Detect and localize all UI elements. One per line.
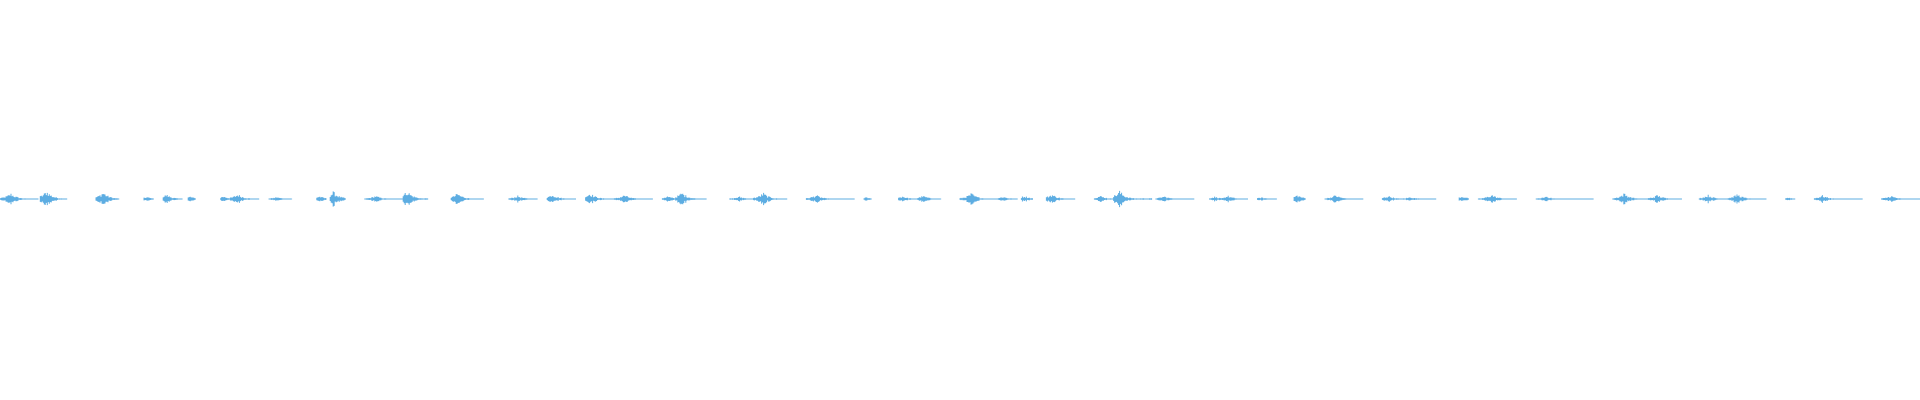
waveform-burst [162, 195, 183, 203]
waveform-burst [1813, 195, 1863, 203]
waveform-burst [508, 195, 538, 203]
waveform-burst [898, 196, 919, 202]
waveform-burst [997, 197, 1018, 201]
waveform-burst [268, 197, 293, 201]
waveform-burst [863, 197, 872, 201]
waveform-burst [1646, 195, 1682, 203]
waveform-burst [1698, 194, 1728, 204]
waveform-burst [1401, 197, 1437, 201]
waveform-burst [1612, 193, 1648, 205]
waveform-burst [39, 192, 67, 206]
waveform-burst [959, 193, 999, 205]
waveform-burst [675, 193, 707, 205]
waveform-burst [752, 192, 788, 206]
waveform-burst [1785, 197, 1796, 201]
waveform-burst [316, 196, 327, 202]
waveform-burst [329, 191, 346, 207]
waveform-burst [450, 194, 484, 204]
waveform-burst [1535, 196, 1594, 202]
waveform-burst [1477, 195, 1517, 203]
waveform-burst [805, 195, 855, 203]
waveform-burst [613, 195, 653, 203]
waveform-burst [917, 196, 942, 202]
waveform-burst [1727, 194, 1767, 204]
waveform-burst [1113, 190, 1153, 208]
waveform-burst [1218, 195, 1248, 203]
waveform-burst [1045, 195, 1075, 203]
waveform-burst [1257, 197, 1278, 201]
waveform-burst [1324, 195, 1364, 203]
waveform-burst [1093, 196, 1114, 202]
waveform-burst [402, 193, 428, 205]
waveform-burst [229, 195, 259, 203]
waveform-burst [187, 196, 196, 202]
waveform-burst [1293, 195, 1306, 203]
waveform-burst [364, 196, 404, 202]
waveform-burst [661, 196, 678, 202]
waveform-burst [546, 196, 576, 202]
waveform-burst [143, 197, 154, 201]
waveform-burst [1155, 196, 1195, 202]
waveform-burst [1381, 196, 1402, 202]
waveform-burst [95, 194, 120, 204]
waveform-burst [220, 197, 231, 201]
waveform-burst [1458, 197, 1469, 201]
waveform-burst [585, 194, 615, 204]
waveform-burst [1020, 196, 1033, 202]
waveform-burst [0, 193, 39, 205]
waveform-burst [1881, 196, 1920, 202]
